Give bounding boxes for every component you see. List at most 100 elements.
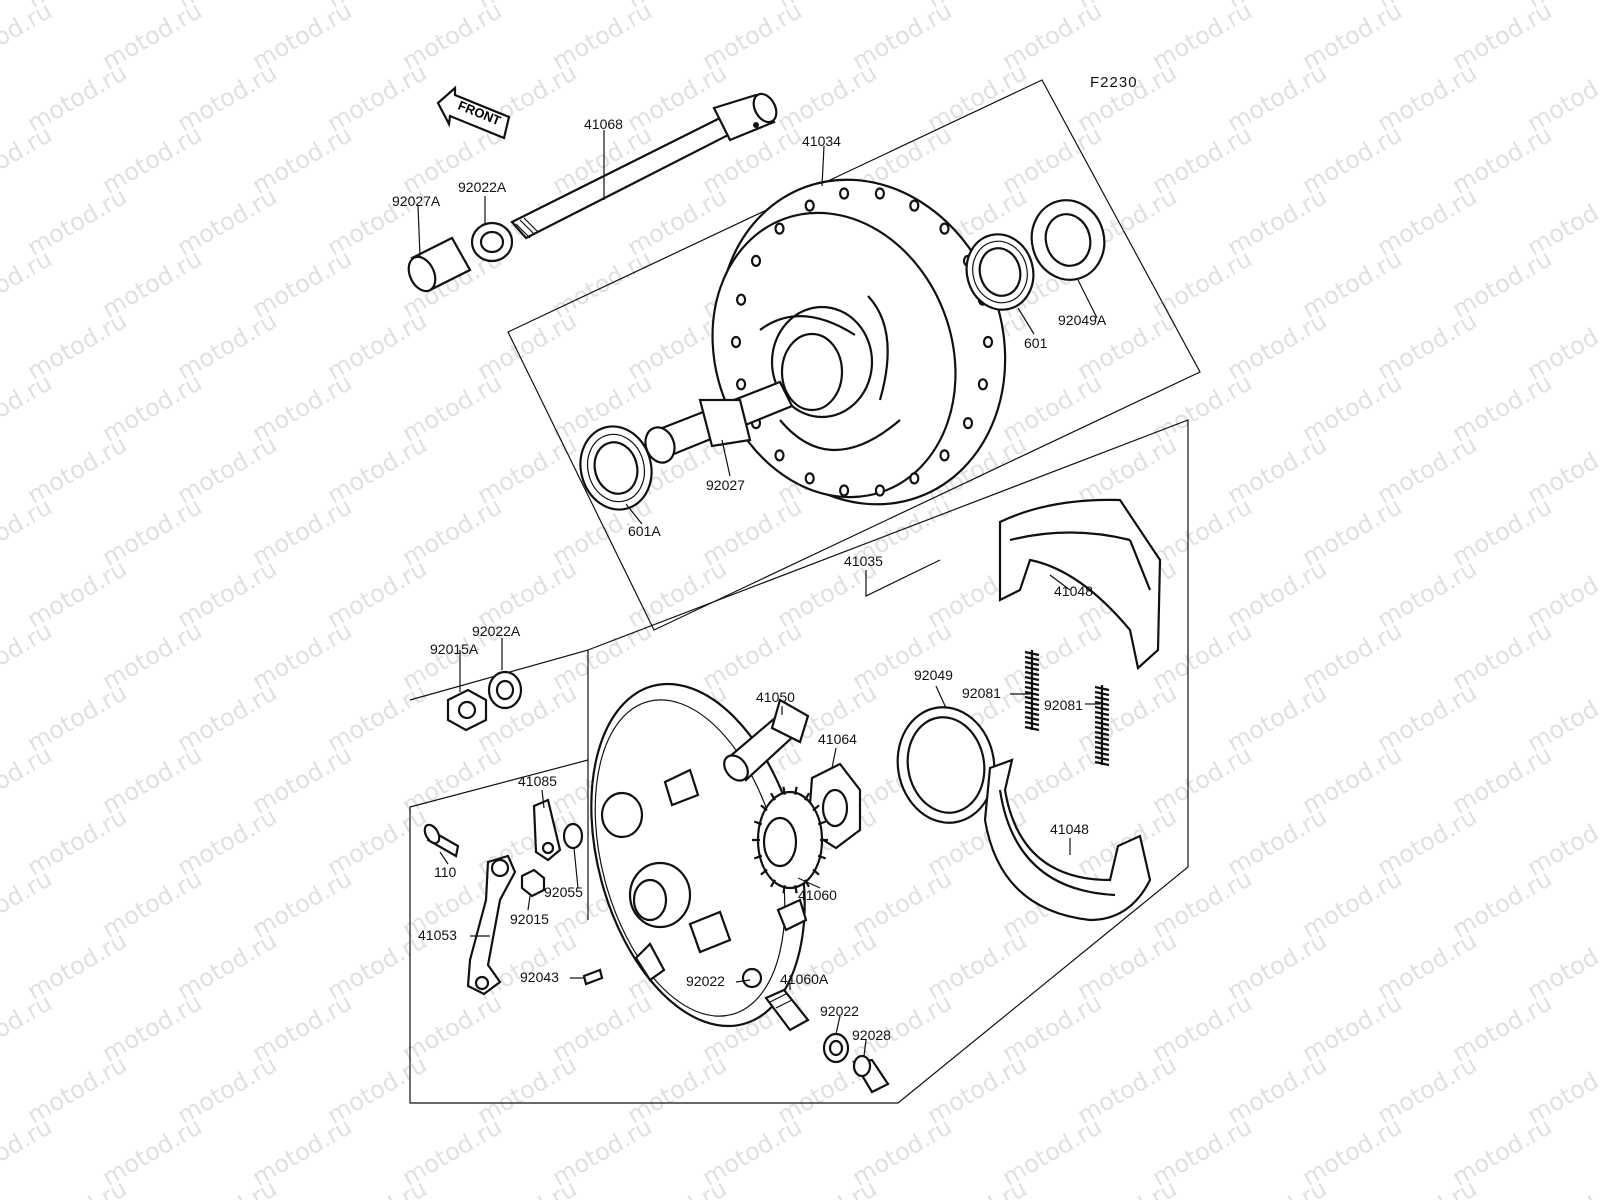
callout-92028: 92028 (852, 1027, 891, 1043)
callout-labels: 41068 41034 92022A 92027A 601 92049A 920… (392, 116, 1107, 1043)
nut-92015 (520, 868, 546, 898)
spring-coil (1024, 670, 1040, 677)
gear-tooth (770, 792, 776, 801)
spring-coil (1024, 700, 1040, 707)
gear-tooth (753, 820, 763, 826)
callout-41050: 41050 (756, 689, 795, 705)
gear-tooth (812, 804, 820, 812)
callout-41060A: 41060A (780, 971, 829, 987)
bearing-601 (965, 233, 1035, 311)
callout-92022-right: 92022 (820, 1003, 859, 1019)
pinion-41060A (764, 988, 810, 1032)
callout-92022A-mid: 92022A (472, 623, 521, 639)
spoke-hole (735, 378, 747, 391)
callout-41048-bottom: 41048 (1050, 821, 1089, 837)
spring-coil (1094, 710, 1110, 717)
gear-tooth (794, 786, 798, 795)
callout-92022-left: 92022 (686, 973, 725, 989)
spring-coil (1094, 690, 1110, 697)
spoke-hole (909, 472, 920, 485)
front-arrow-icon: FRONT (436, 85, 511, 140)
bolt-110 (423, 823, 460, 858)
gear-tooth (817, 820, 827, 826)
wear-indicator-41085 (532, 798, 562, 862)
spoke-hole (804, 199, 815, 212)
spoke-hole (939, 222, 950, 235)
callout-41053: 41053 (418, 927, 457, 943)
spring-coil (1094, 760, 1110, 767)
distance-collar-92027 (644, 380, 794, 464)
spring-coil (1024, 710, 1040, 717)
oil-seal-92049 (896, 706, 996, 824)
callout-41034: 41034 (802, 133, 841, 149)
hub-41034 (711, 178, 1007, 506)
spoke-hole (774, 222, 785, 235)
spring-coil (1024, 685, 1040, 692)
spoke-hole (804, 472, 815, 485)
gear-tooth (760, 868, 768, 876)
callout-92027A: 92027A (392, 193, 441, 209)
drawing-code: F2230 (1090, 74, 1138, 91)
spring-coil (1024, 690, 1040, 697)
brake-group-outline (409, 419, 1189, 1104)
spring-coil (1094, 750, 1110, 757)
spoke-hole (838, 484, 850, 497)
spoke-hole (874, 187, 886, 200)
spring-coil (1024, 655, 1040, 662)
spring-92081-right (1094, 685, 1110, 767)
spring-coil (1094, 685, 1110, 692)
callout-41085: 41085 (518, 773, 557, 789)
callout-41035: 41035 (844, 553, 883, 569)
spring-coil (1024, 715, 1040, 722)
callout-92043: 92043 (520, 969, 559, 985)
callout-92022A-top: 92022A (458, 179, 507, 195)
spoke-hole (735, 293, 747, 306)
gear-tooth (782, 786, 786, 795)
callout-92015: 92015 (510, 911, 549, 927)
callout-92027: 92027 (706, 477, 745, 493)
axle-41068 (510, 92, 778, 240)
spring-coil (1094, 745, 1110, 752)
o-ring-92055 (562, 822, 584, 850)
leader-lines (417, 130, 1100, 1057)
spring-coil (1024, 720, 1040, 727)
gear-tooth (760, 804, 768, 812)
spring-coil (1024, 675, 1040, 682)
spring-coil (1094, 695, 1110, 702)
nut-92015A (446, 688, 488, 732)
spoke-hole (962, 417, 974, 430)
callout-41064: 41064 (818, 731, 857, 747)
gear-tooth (812, 868, 820, 876)
gear-tooth (753, 854, 763, 860)
spring-coil (1094, 755, 1110, 762)
gear-tooth (770, 879, 776, 888)
spoke-hole (909, 199, 920, 212)
spoke-hole (939, 449, 950, 462)
spring-coil (1024, 650, 1040, 657)
gear-tooth (782, 885, 786, 894)
spoke-hole (730, 335, 742, 349)
callout-601A: 601A (628, 523, 661, 539)
callout-41048-top: 41048 (1054, 583, 1093, 599)
hub-group-outline (507, 79, 1201, 631)
washer-92022A-top (470, 221, 514, 263)
spring-coil (1024, 705, 1040, 712)
spring-coil (1024, 695, 1040, 702)
spring-coil (1024, 725, 1040, 732)
gear-tooth (794, 885, 798, 894)
spring-coil (1094, 715, 1110, 722)
gear-tooth (817, 854, 827, 860)
callout-41068: 41068 (584, 116, 623, 132)
brake-lever-41053 (466, 854, 517, 996)
spring-coil (1024, 665, 1040, 672)
spring-coil (1094, 700, 1110, 707)
spring-coil (1094, 735, 1110, 742)
callout-601: 601 (1024, 335, 1048, 351)
spring-coil (1024, 660, 1040, 667)
callout-92015A: 92015A (430, 641, 479, 657)
callout-92049: 92049 (914, 667, 953, 683)
brake-shoe-41048-bottom (983, 758, 1152, 922)
spoke-hole (838, 187, 850, 200)
